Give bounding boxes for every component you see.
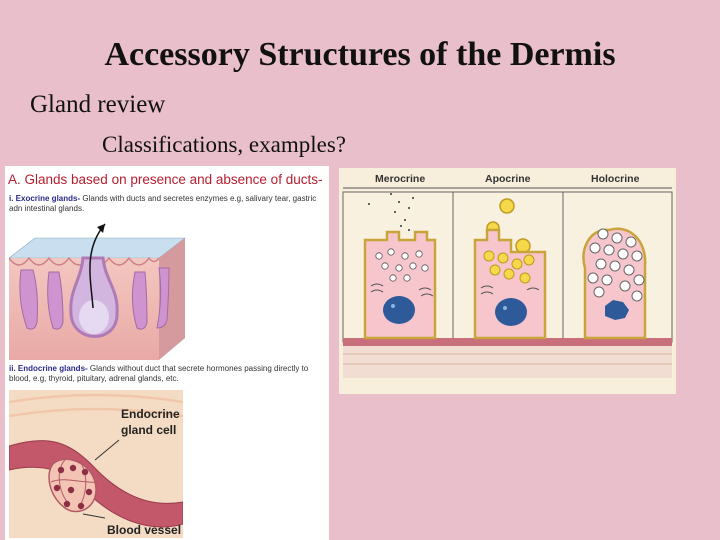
figure-a-heading: A. Glands based on presence and absence … (8, 172, 323, 187)
holocrine-label: Holocrine (591, 173, 640, 185)
slide-title: Accessory Structures of the Dermis (104, 36, 616, 73)
bullet-gland-review: Gland review (30, 91, 166, 118)
endocrine-description: ii. Endocrine glands- Glands without duc… (9, 364, 325, 384)
gland-types-figure: A. Glands based on presence and absence … (5, 166, 329, 540)
endocrine-cell-label-2: gland cell (121, 423, 176, 437)
endocrine-cell-label-1: Endocrine (121, 407, 180, 421)
apocrine-label: Apocrine (485, 173, 531, 185)
secretion-modes-illustration (342, 187, 673, 378)
endocrine-term: ii. Endocrine glands- (9, 364, 88, 373)
secretion-modes-figure: Merocrine Apocrine Holocrine (339, 168, 676, 394)
exocrine-description: i. Exocrine glands- Glands with ducts an… (9, 194, 325, 214)
blood-vessel-label: Blood vessel (107, 523, 181, 537)
exocrine-term: i. Exocrine glands- (9, 194, 81, 203)
endocrine-text: Glands without duct that secrete hormone… (9, 364, 309, 383)
exocrine-gland-illustration (9, 223, 186, 360)
exocrine-text: Glands with ducts and secretes enzymes e… (9, 194, 317, 213)
merocrine-label: Merocrine (375, 173, 426, 185)
endocrine-gland-illustration: Endocrine gland cell Blood vessel (9, 390, 183, 538)
sub-bullet-classifications: Classifications, examples? (102, 132, 346, 157)
